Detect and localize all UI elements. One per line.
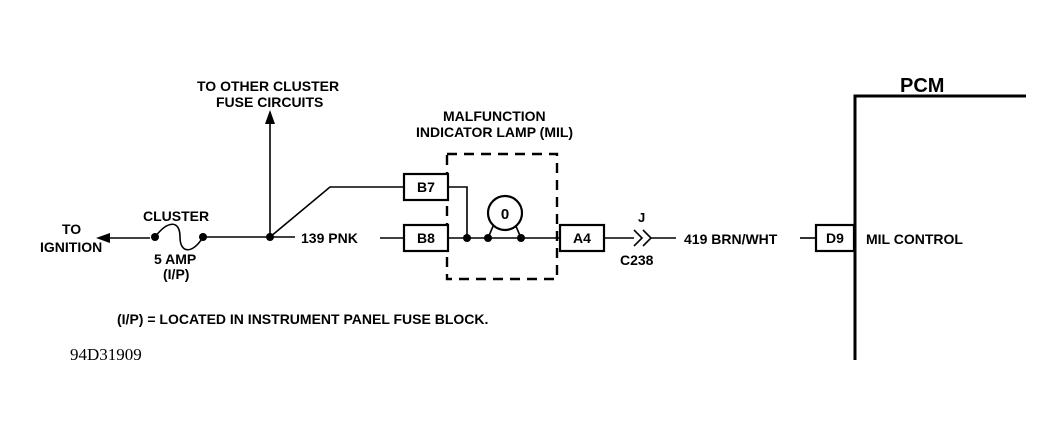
fuse-location-label: (I/P)	[163, 266, 189, 282]
terminal-d9	[814, 223, 856, 253]
cluster-fuse-symbol	[151, 223, 207, 251]
mil-enclosure	[445, 152, 559, 281]
pcm-label: PCM	[900, 75, 944, 97]
diagram-code: 94D31909	[70, 345, 142, 364]
lamp-filament-symbol: 0	[501, 206, 509, 223]
other-circuits-label-line2: FUSE CIRCUITS	[216, 94, 323, 110]
to-ignition-label-line1: TO	[62, 221, 81, 237]
mil-control-label: MIL CONTROL	[866, 231, 963, 247]
terminal-b8	[402, 223, 450, 253]
to-ignition-label-line2: IGNITION	[40, 239, 102, 255]
other-circuits-arrow	[265, 110, 275, 237]
wire-419-label: 419 BRN/WHT	[684, 231, 778, 247]
wire-splice-to-b7	[269, 186, 404, 238]
fuse-name-label: CLUSTER	[143, 208, 209, 224]
pcm-boundary	[853, 94, 1026, 360]
lamp-bulb-icon	[486, 194, 524, 239]
wire-b7-internal	[448, 186, 468, 238]
to-ignition-arrow	[96, 233, 150, 243]
terminal-a4-label: A4	[573, 230, 591, 246]
terminal-d9-label: D9	[826, 230, 844, 246]
connector-name-label: C238	[620, 252, 654, 268]
connector-c238-symbol	[633, 229, 653, 247]
other-circuits-label-line1: TO OTHER CLUSTER	[197, 78, 339, 94]
mil-label-line2: INDICATOR LAMP (MIL)	[416, 124, 573, 140]
terminal-b7-label: B7	[417, 179, 435, 195]
mil-label-line1: MALFUNCTION	[443, 108, 546, 124]
terminal-a4	[558, 223, 606, 253]
location-note: (I/P) = LOCATED IN INSTRUMENT PANEL FUSE…	[117, 311, 488, 327]
wire-139-label: 139 PNK	[301, 230, 358, 246]
lamp-node-1	[463, 234, 471, 242]
fuse-rating-label: 5 AMP	[154, 251, 196, 267]
connector-pin-label: J	[638, 210, 645, 225]
terminal-b8-label: B8	[417, 230, 435, 246]
